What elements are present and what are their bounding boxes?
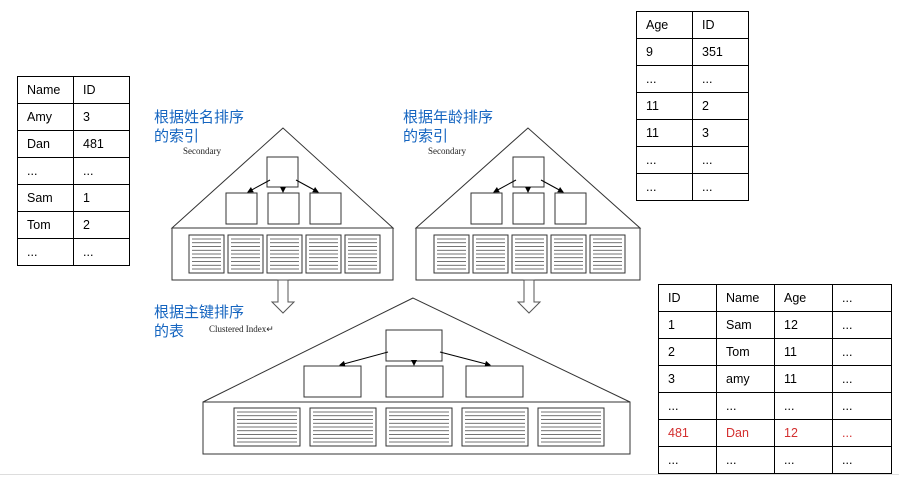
label-line: 的索引 (403, 127, 449, 145)
label-line: 根据年龄排序 (403, 108, 494, 126)
table-cell: 1 (73, 184, 130, 212)
table-cell: ... (832, 392, 892, 420)
table-cell: Dan (716, 419, 775, 447)
header-cell: Name (17, 76, 74, 104)
clustered-index-tree (202, 297, 631, 455)
label-line: 的表 (154, 322, 185, 340)
table-cell: 3 (658, 365, 717, 393)
label-line: 根据姓名排序 (154, 108, 245, 126)
age-index-sublabel: Secondary (428, 146, 466, 156)
table-cell: amy (716, 365, 775, 393)
down-arrow-right (516, 279, 542, 314)
table-cell: Dan (17, 130, 74, 158)
header-cell: ID (692, 11, 749, 39)
primary-sublabel: Clustered Index↵ (209, 324, 274, 334)
table-cell: 2 (73, 211, 130, 239)
table-cell: 12 (774, 311, 833, 339)
table-cell: Sam (716, 311, 775, 339)
table-cell: 3 (692, 119, 749, 147)
table-cell: 11 (636, 92, 693, 120)
primary-label: 根据主键排序 的表 (154, 303, 244, 341)
table-row: ...... (17, 157, 130, 185)
table-cell: ... (716, 392, 775, 420)
table-cell: ... (832, 446, 892, 474)
name-index-label: 根据姓名排序 的索引 (154, 108, 244, 146)
table-cell: ... (658, 446, 717, 474)
table-cell: ... (832, 365, 892, 393)
divider (0, 474, 899, 475)
age-index-tree (414, 127, 642, 281)
age-index-label: 根据年龄排序 的索引 (403, 108, 493, 146)
table-row: ...... (636, 173, 749, 201)
table-cell: ... (692, 146, 749, 174)
table-cell: ... (17, 238, 74, 266)
table-cell: ... (774, 446, 833, 474)
table-cell: ... (73, 238, 130, 266)
header-cell: Age (636, 11, 693, 39)
header-cell: ID (73, 76, 130, 104)
table-cell: ... (692, 173, 749, 201)
table-cell: ... (636, 146, 693, 174)
table-cell: 12 (774, 419, 833, 447)
table-row: ...... (636, 146, 749, 174)
name-index-tree (170, 127, 395, 281)
down-arrow-left (270, 279, 296, 314)
table-row: ............ (658, 446, 892, 474)
table-cell: Tom (17, 211, 74, 239)
table-cell: 481 (658, 419, 717, 447)
table-header-row: ID Name Age ... (658, 284, 892, 312)
table-cell: 3 (73, 103, 130, 131)
table-cell: ... (17, 157, 74, 185)
name-index-sublabel: Secondary (183, 146, 221, 156)
table-header-row: Age ID (636, 11, 749, 39)
label-line: 根据主键排序 (154, 303, 245, 321)
table-cell: ... (832, 311, 892, 339)
table-row: ...... (17, 238, 130, 266)
label-line: 的索引 (154, 127, 200, 145)
table-header-row: Name ID (17, 76, 130, 104)
header-cell: Age (774, 284, 833, 312)
table-cell: 11 (636, 119, 693, 147)
